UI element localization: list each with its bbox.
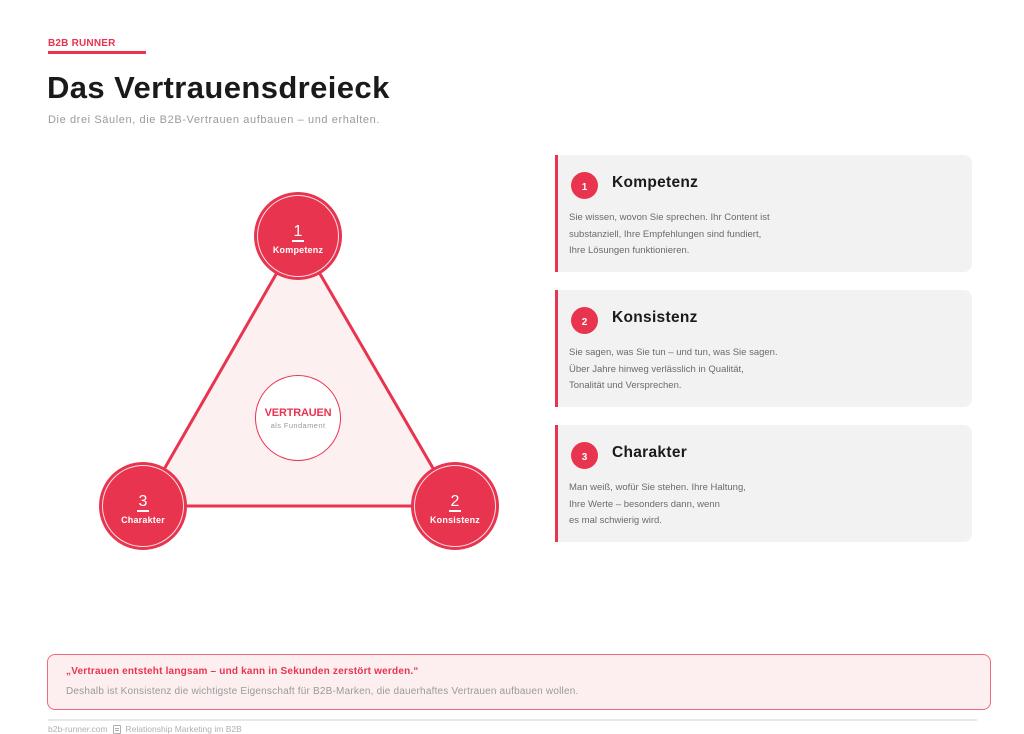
number-badge: 1: [571, 172, 598, 199]
brand-label: B2B RUNNER: [48, 38, 116, 49]
page-title: Das Vertrauensdreieck: [47, 70, 390, 105]
card-title: Charakter: [612, 444, 688, 461]
center-subtitle: als Fundament: [270, 420, 326, 430]
trust-triangle-diagram: 1 Kompetenz 2 Konsistenz 3 Charakter VER…: [0, 0, 560, 600]
node-kompetenz: 1 Kompetenz: [254, 192, 342, 280]
center-title: VERTRAUEN: [264, 406, 332, 419]
card-konsistenz: 2 Konsistenz Sie sagen, was Sie tun – un…: [555, 290, 972, 407]
footer-divider: [48, 719, 977, 721]
quote-explanation: Deshalb ist Konsistenz die wichtigste Ei…: [66, 686, 579, 697]
page-subtitle: Die drei Säulen, die B2B-Vertrauen aufba…: [48, 114, 380, 126]
document-icon: [112, 724, 121, 734]
node-label: Charakter: [121, 514, 165, 525]
card-title: Konsistenz: [612, 309, 698, 326]
node-charakter: 3 Charakter: [99, 462, 187, 550]
node-number: 1: [291, 222, 305, 242]
card-description: Sie wissen, wovon Sie sprechen. Ihr Cont…: [569, 212, 770, 256]
brand-underline: [48, 51, 146, 54]
node-konsistenz: 2 Konsistenz: [411, 462, 499, 550]
footer-tagline: Relationship Marketing im B2B: [125, 724, 242, 734]
number-badge: 3: [571, 442, 598, 469]
node-label: Konsistenz: [429, 514, 480, 525]
quote-box: „Vertrauen entsteht langsam – und kann i…: [47, 654, 991, 710]
node-label: Kompetenz: [272, 244, 324, 255]
footer-site-link[interactable]: b2b-runner.com: [48, 724, 108, 734]
card-description: Man weiß, wofür Sie stehen. Ihre Haltung…: [569, 482, 746, 526]
quote-text: „Vertrauen entsteht langsam – und kann i…: [66, 666, 419, 677]
center-trust-circle: VERTRAUEN als Fundament: [255, 375, 341, 461]
triangle-shape: [141, 234, 457, 508]
card-title: Kompetenz: [612, 174, 699, 191]
card-charakter: 3 Charakter Man weiß, wofür Sie stehen. …: [555, 425, 972, 542]
footer: b2b-runner.com Relationship Marketing im…: [48, 724, 242, 734]
node-number: 2: [448, 492, 462, 512]
card-description: Sie sagen, was Sie tun – und tun, was Si…: [569, 347, 778, 391]
number-badge: 2: [571, 307, 598, 334]
node-number: 3: [136, 492, 150, 512]
card-kompetenz: 1 Kompetenz Sie wissen, wovon Sie sprech…: [555, 155, 972, 272]
